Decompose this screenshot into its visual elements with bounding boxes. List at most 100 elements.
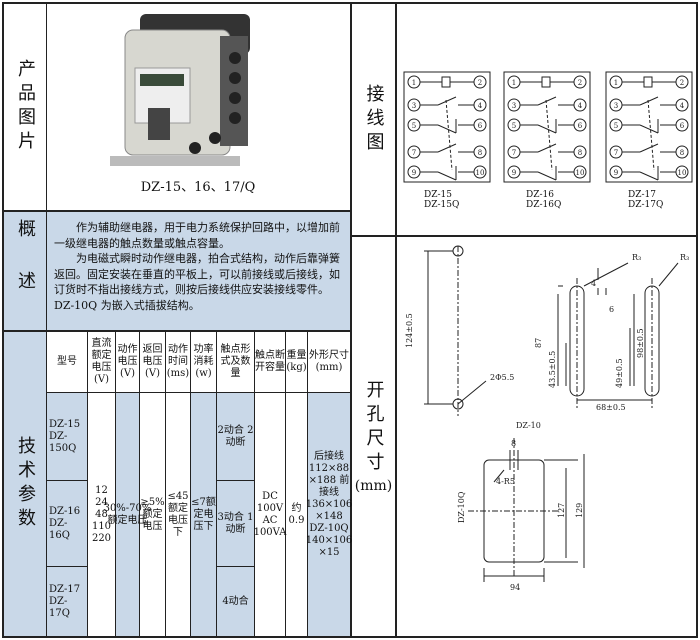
terminal-label: 6 xyxy=(578,122,583,130)
terminal-label: 3 xyxy=(512,102,516,110)
overview-label-bg xyxy=(4,212,46,330)
header-pickup: 动作电压(V) xyxy=(117,344,138,379)
svg-text:94: 94 xyxy=(510,583,520,592)
svg-text:87: 87 xyxy=(534,338,543,348)
svg-text:DZ-10: DZ-10 xyxy=(516,421,541,430)
col-line xyxy=(254,332,255,636)
middle-divider xyxy=(350,2,352,638)
terminal-label: 1 xyxy=(512,79,516,87)
header-rated-voltage: 直流额定电压(V) xyxy=(91,338,112,385)
svg-text:129: 129 xyxy=(575,503,584,518)
model-row-3: DZ-17 DZ-17Q xyxy=(49,583,81,619)
wiring-section-label: 接线图 xyxy=(363,83,385,156)
row-divider-2 xyxy=(2,330,352,332)
svg-text:8: 8 xyxy=(511,439,516,448)
col-line xyxy=(216,332,217,636)
terminal-label: 9 xyxy=(412,169,416,177)
terminal-label: 4 xyxy=(680,102,685,110)
power-col-bg xyxy=(190,392,216,636)
terminal-label: 9 xyxy=(614,169,618,177)
wiring-label-dz15-line1: DZ-15 xyxy=(424,190,452,200)
svg-text:R₃: R₃ xyxy=(632,253,641,262)
row-divider-1 xyxy=(2,210,352,212)
col-line xyxy=(307,332,308,636)
row-line xyxy=(47,480,87,481)
contacts-col-bg xyxy=(216,392,254,636)
header-contacts: 触点形式及数量 xyxy=(220,344,251,379)
overview-paragraph-2: 为电磁式瞬时动作继电器，拍合式结构，动作后靠弹簧返回。固定安装在垂直的平板上，可… xyxy=(54,252,340,312)
terminal-label: 10 xyxy=(576,169,585,177)
row-line xyxy=(216,480,254,481)
terminal-label: 10 xyxy=(678,169,687,177)
terminal-label: 3 xyxy=(614,102,618,110)
breaking-capacity-value: DC 100V AC 100VA xyxy=(253,491,287,538)
wiring-label-dz16-line1: DZ-16 xyxy=(526,190,554,200)
wiring-label-dz17-line1: DZ-17 xyxy=(628,190,656,200)
border-right xyxy=(696,2,698,638)
terminal-label: 2 xyxy=(680,79,684,87)
pickup-col-bg xyxy=(115,392,139,636)
terminal-label: 4 xyxy=(478,102,483,110)
header-return: 返回电压(V) xyxy=(142,344,163,379)
return-voltage-value: ≥5%额定电压 xyxy=(140,497,165,532)
col-line xyxy=(115,332,116,636)
dimensions-value: 后接线 112×88 ×188 前接线 136×106 ×148 DZ-10Q … xyxy=(305,451,353,558)
rated-voltage-value: 12 24 48 110 220 xyxy=(91,485,112,544)
col-line xyxy=(285,332,286,636)
terminal-label: 6 xyxy=(680,122,685,130)
svg-text:127: 127 xyxy=(557,503,566,518)
wiring-label-dz16-line2: DZ-16Q xyxy=(526,200,562,210)
terminal-label: 3 xyxy=(412,102,416,110)
header-power: 功率消耗(w) xyxy=(193,344,214,379)
model-row-2: DZ-16 DZ-16Q xyxy=(49,505,81,541)
overview-section-label: 概述 xyxy=(15,219,36,323)
col-line xyxy=(139,332,140,636)
terminal-label: 8 xyxy=(680,149,684,157)
header-model: 型号 xyxy=(57,356,77,367)
left-label-divider xyxy=(46,2,47,638)
wiring-label-dz16: DZ-16 DZ-16Q xyxy=(526,190,561,210)
terminal-label: 8 xyxy=(578,149,582,157)
row-line xyxy=(47,566,87,567)
svg-text:49±0.5: 49±0.5 xyxy=(615,358,624,388)
terminal-label: 2 xyxy=(478,79,482,87)
svg-text:124±0.5: 124±0.5 xyxy=(405,313,414,348)
pickup-voltage-value: 30%-70%额定电压 xyxy=(103,503,152,526)
svg-text:DZ-10Q: DZ-10Q xyxy=(457,491,466,523)
contacts-row-3: 4动合 xyxy=(222,595,249,607)
wiring-label-dz17-line2: DZ-17Q xyxy=(628,200,664,210)
row-line xyxy=(216,566,254,567)
header-time: 动作时间(ms) xyxy=(166,344,190,379)
terminal-label: 5 xyxy=(512,122,516,130)
product-photo xyxy=(100,8,260,173)
col-line xyxy=(87,332,88,636)
col-line xyxy=(165,332,166,636)
border-left xyxy=(2,2,4,638)
svg-text:98±0.5: 98±0.5 xyxy=(636,328,645,358)
terminal-label: 9 xyxy=(512,169,516,177)
operate-time-value: ≤45额定电压下 xyxy=(167,491,189,538)
terminal-label: 5 xyxy=(614,122,618,130)
right-row-divider xyxy=(350,235,698,237)
cutout-section-label: 开孔尺寸 xyxy=(363,379,385,476)
overview-paragraph-1: 作为辅助继电器，用于电力系统保护回路中，以增加前一级继电器的触点数量或触点容量。 xyxy=(54,221,340,250)
wiring-label-dz15: DZ-15 DZ-15Q xyxy=(424,190,459,210)
photo-caption: DZ-15、16、17/Q xyxy=(140,180,256,195)
contacts-row-2: 3动合 1动断 xyxy=(217,511,254,535)
cutout-unit-label: (mm) xyxy=(354,477,393,494)
header-bottom-line xyxy=(47,392,350,393)
terminal-label: 7 xyxy=(512,149,516,157)
svg-text:4-R5: 4-R5 xyxy=(496,477,515,486)
svg-text:4: 4 xyxy=(591,279,596,288)
terminal-label: 5 xyxy=(412,122,416,130)
terminal-label: 7 xyxy=(412,149,416,157)
model-row-1: DZ-15 DZ-150Q xyxy=(49,418,81,454)
specs-label-bg xyxy=(4,330,46,636)
terminal-label: 8 xyxy=(478,149,482,157)
terminal-label: 1 xyxy=(614,79,618,87)
svg-text:43.5±0.5: 43.5±0.5 xyxy=(548,351,557,388)
